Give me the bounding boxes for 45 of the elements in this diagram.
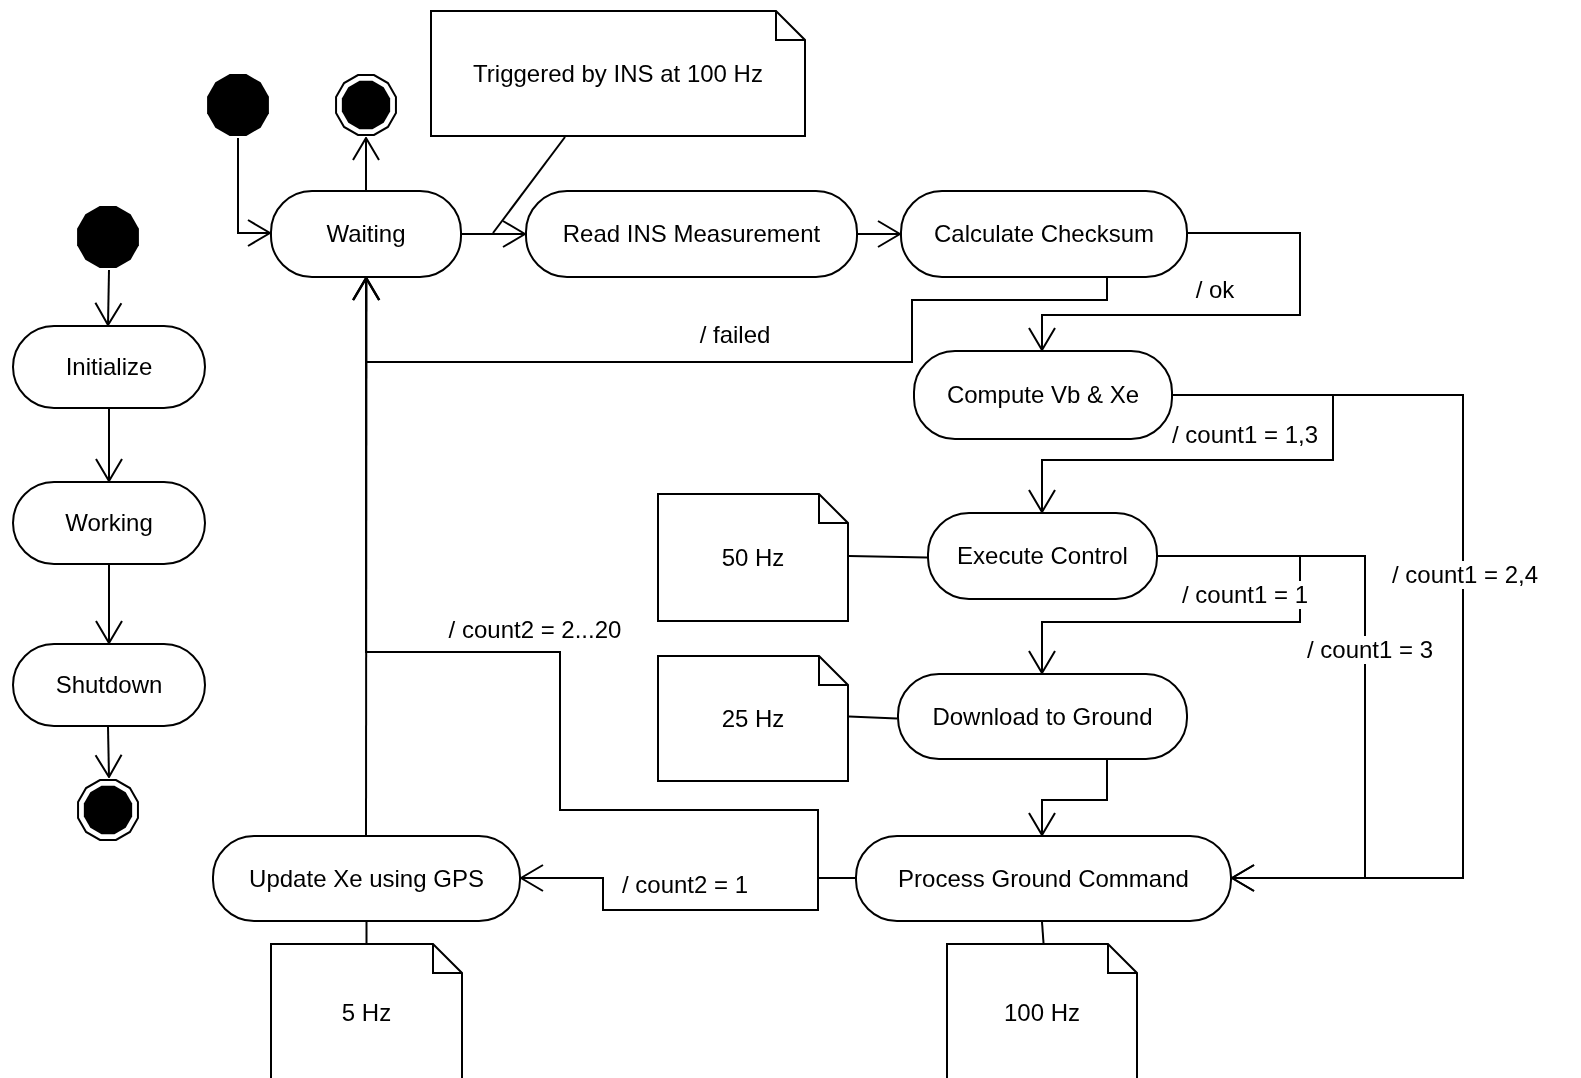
- action-label: Working: [65, 509, 153, 537]
- initial-node: [205, 72, 271, 138]
- arrow: [1028, 232, 1301, 351]
- arrow: [1028, 759, 1108, 836]
- note-text: 50 Hz: [721, 543, 785, 572]
- final-node: [333, 72, 399, 138]
- note-box: [657, 493, 849, 622]
- note-text: 100 Hz: [1003, 999, 1080, 1027]
- connector-line: [848, 555, 928, 559]
- note-text: 25 Hz: [721, 704, 785, 733]
- note-box: [946, 943, 1138, 1078]
- connector-line: [848, 715, 898, 720]
- connector-line: [365, 921, 368, 944]
- action-label: Shutdown: [55, 671, 163, 699]
- action-label: Initialize: [65, 353, 153, 381]
- action-label: Process Ground Command: [898, 864, 1189, 893]
- action-label: Execute Control: [957, 542, 1128, 570]
- arrow: [1028, 555, 1301, 674]
- note-box: [430, 10, 806, 137]
- arrow: [352, 137, 380, 191]
- note-text: Triggered by INS at 100 Hz: [473, 59, 763, 88]
- arrow: [1028, 394, 1334, 513]
- action-label: Compute Vb & Xe: [946, 381, 1140, 409]
- arrow: [461, 220, 526, 248]
- note-text: 5 Hz: [341, 999, 392, 1027]
- note-box: [657, 655, 849, 782]
- initial-node: [75, 204, 141, 270]
- arrow: [94, 726, 123, 778]
- arrow: [94, 269, 123, 326]
- action-label: Download to Ground: [932, 702, 1153, 731]
- leader-line: [492, 136, 566, 234]
- action-label: Calculate Checksum: [933, 220, 1155, 248]
- arrow: [237, 137, 271, 247]
- action-label: Waiting: [326, 220, 406, 248]
- arrow: [95, 408, 123, 482]
- action-node: [525, 190, 858, 278]
- connector-line: [1041, 921, 1045, 944]
- arrow: [857, 220, 901, 248]
- action-label: Update Xe using GPS: [249, 864, 484, 893]
- arrow: [352, 277, 381, 836]
- action-label: Read INS Measurement: [562, 220, 821, 248]
- action-node: [913, 350, 1173, 440]
- arrow: [95, 564, 123, 644]
- final-node: [75, 777, 141, 843]
- note-box: [270, 943, 463, 1078]
